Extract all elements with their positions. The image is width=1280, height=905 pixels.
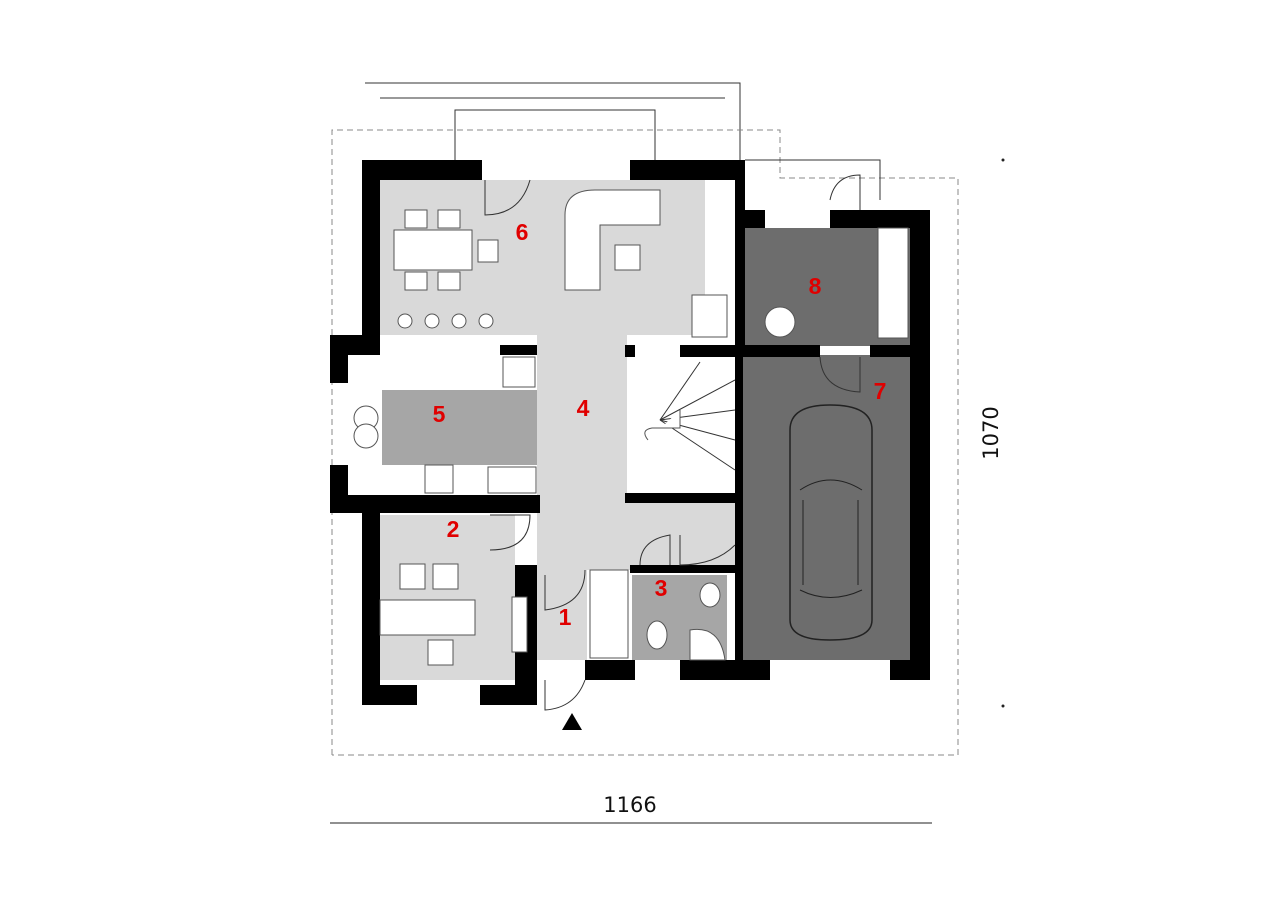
entrance-arrow-icon: [562, 713, 582, 730]
doors: [484, 174, 861, 730]
stairs-area: [635, 360, 735, 495]
car-icon: [789, 404, 873, 641]
room-number-8: 8: [809, 273, 822, 299]
width-dimension-label: 1166: [603, 793, 656, 817]
width-dimension: 1166: [330, 793, 932, 824]
room-4-lower: [537, 495, 737, 570]
room-number-1: 1: [559, 604, 572, 630]
room-number-5: 5: [433, 401, 446, 427]
roof-outline: [331, 82, 959, 756]
bar-stools: [397, 313, 494, 329]
depth-dimension: 1070: [979, 158, 1005, 708]
room-number-4: 4: [577, 395, 590, 421]
walls: [330, 160, 930, 705]
room-number-3: 3: [655, 575, 668, 601]
furniture: [353, 189, 909, 666]
room-number-2: 2: [447, 516, 460, 542]
room-5-island: [382, 390, 537, 465]
wardrobe: [589, 569, 629, 659]
room-number-6: 6: [516, 219, 529, 245]
stairs-icon: [644, 361, 736, 471]
depth-dimension-label: 1070: [979, 406, 1003, 459]
room-number-7: 7: [874, 378, 887, 404]
